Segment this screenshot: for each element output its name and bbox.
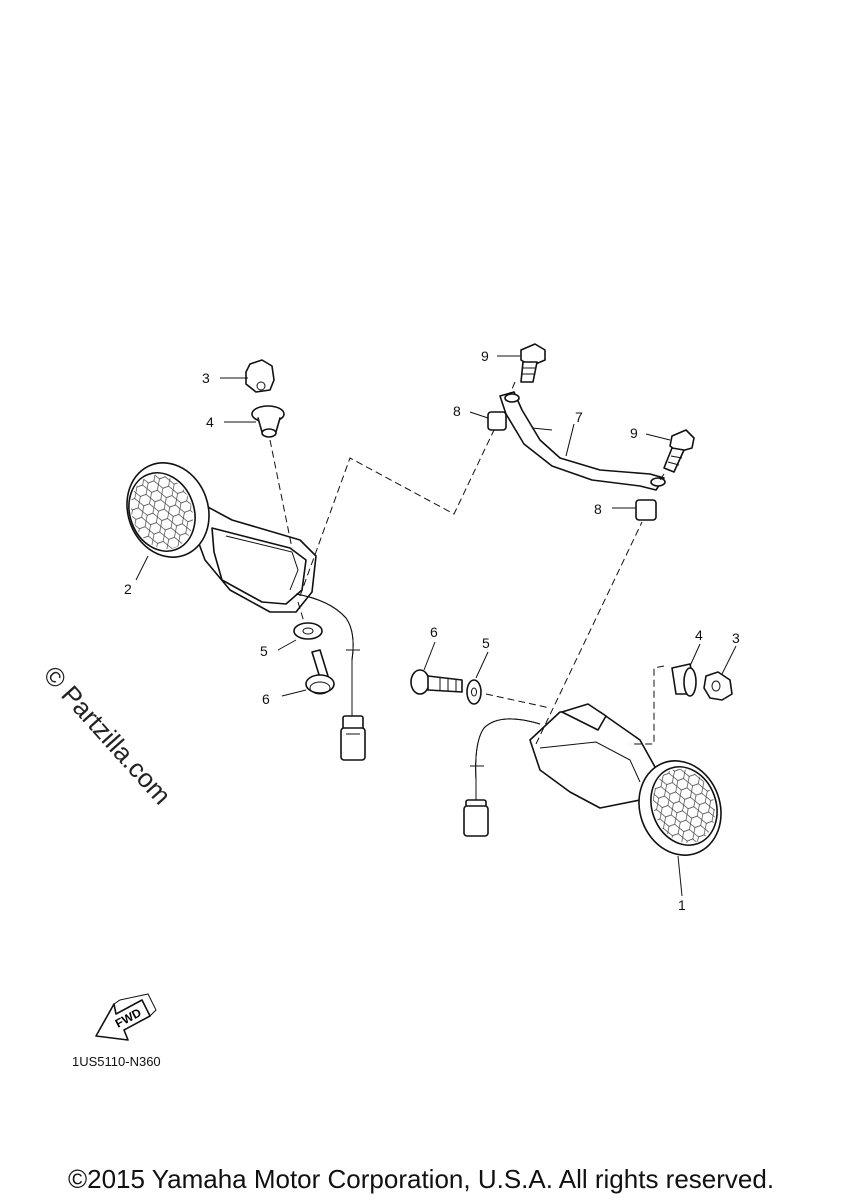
collar-8-right <box>635 499 657 521</box>
bolt-6-left <box>305 649 335 695</box>
grommet-4-right <box>671 663 697 697</box>
callout-7: 7 <box>575 409 583 425</box>
copyright-notice: ©2015 Yamaha Motor Corporation, U.S.A. A… <box>67 1164 775 1194</box>
collar-8-top <box>487 411 507 431</box>
washer-5-left <box>293 622 323 640</box>
callout-9-top: 9 <box>481 348 489 364</box>
assembly-line-left <box>299 429 495 597</box>
diagram-code: 1US5110-N360 <box>72 1054 161 1069</box>
callout-5-right: 5 <box>482 635 490 651</box>
callout-1: 1 <box>678 897 686 913</box>
bolt-6-right <box>410 669 463 695</box>
callout-6-right: 6 <box>430 624 438 640</box>
callout-6-left: 6 <box>262 691 270 707</box>
nut-3-left <box>245 359 275 393</box>
bracket <box>499 391 666 491</box>
callout-3-right: 3 <box>732 630 740 646</box>
callout-4-left: 4 <box>206 414 214 430</box>
callout-4-right: 4 <box>695 627 703 643</box>
callout-9-right: 9 <box>630 425 638 441</box>
turn-signal-left <box>126 462 366 761</box>
bolt-9-right <box>663 429 695 473</box>
forward-arrow-icon: FWD <box>95 993 157 1041</box>
turn-signal-right <box>463 703 722 856</box>
bolt-9-top <box>520 343 546 383</box>
callout-3-left: 3 <box>202 370 210 386</box>
callout-8-right: 8 <box>594 501 602 517</box>
grommet-4-left <box>251 405 285 438</box>
nut-3-right <box>703 671 733 701</box>
callout-8-top: 8 <box>453 403 461 419</box>
callout-2: 2 <box>124 581 132 597</box>
washer-5-right <box>466 679 482 705</box>
callout-5-left: 5 <box>260 643 268 659</box>
